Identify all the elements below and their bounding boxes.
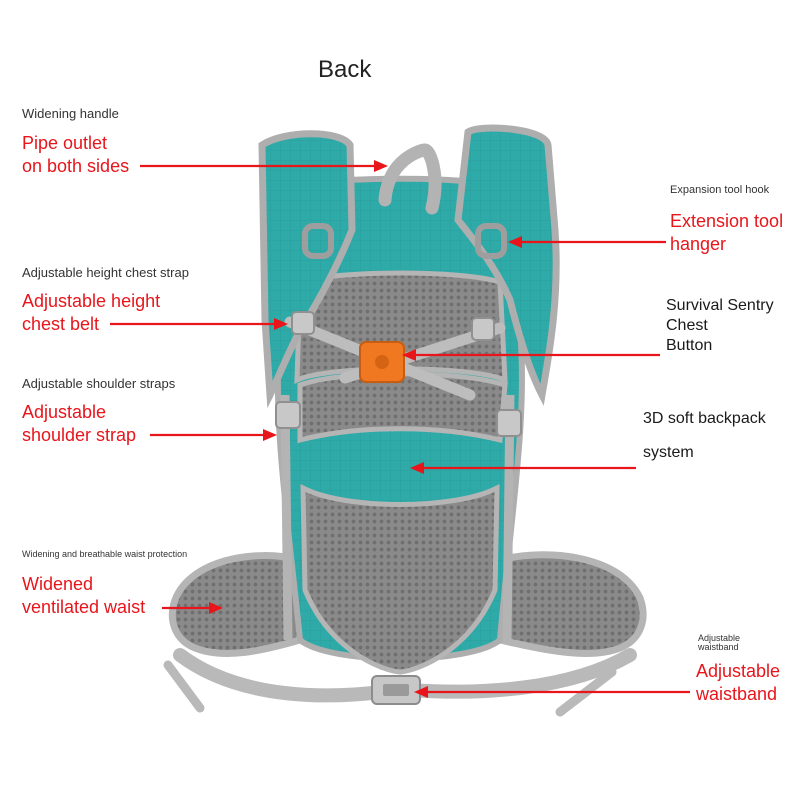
label-pipe-outlet: Pipe outlet on both sides — [22, 133, 130, 176]
arrow-chest-button — [402, 349, 660, 361]
label-adjustable-height-chest-strap: Adjustable height chest strap — [22, 265, 189, 280]
label-adjustable-shoulder-straps: Adjustable shoulder straps — [22, 376, 176, 391]
label-adjustable-shoulder-strap: Adjustable shoulder strap — [22, 402, 137, 445]
waist-buckle — [371, 675, 421, 705]
label-adjustable-height-chest-belt: Adjustable height chest belt — [22, 291, 161, 334]
image-title: Back — [318, 56, 372, 83]
arrow-shoulder-strap — [150, 429, 277, 441]
label-3d-soft-backpack: 3D soft backpack — [643, 410, 766, 427]
label-widening-handle: Widening handle — [22, 106, 119, 121]
label-extension-tool-hanger: Extension tool hanger — [670, 211, 784, 254]
label-system: system — [643, 444, 694, 461]
label-widened-ventilated-waist: Widened ventilated waist — [22, 574, 146, 617]
chest-strap — [284, 311, 506, 401]
label-adjustable-waistband-small: Adjustable waistband — [698, 633, 741, 653]
label-waist-protection: Widening and breathable waist protection — [22, 549, 188, 559]
label-adjustable-waistband: Adjustable waistband — [696, 661, 781, 704]
label-survival-sentry-chest-button: Survival Sentry Chest Button — [666, 297, 774, 354]
arrow-waistband — [414, 686, 690, 698]
label-expansion-tool-hook: Expansion tool hook — [670, 184, 770, 196]
pack-body — [274, 143, 525, 675]
arrow-tool-hanger — [508, 236, 666, 248]
arrow-waist — [162, 602, 223, 614]
arrow-chest-belt — [110, 318, 288, 330]
waist-belt — [163, 551, 647, 717]
shoulder-straps — [258, 124, 560, 641]
arrow-handle — [140, 160, 388, 172]
arrow-back-system — [410, 462, 636, 474]
